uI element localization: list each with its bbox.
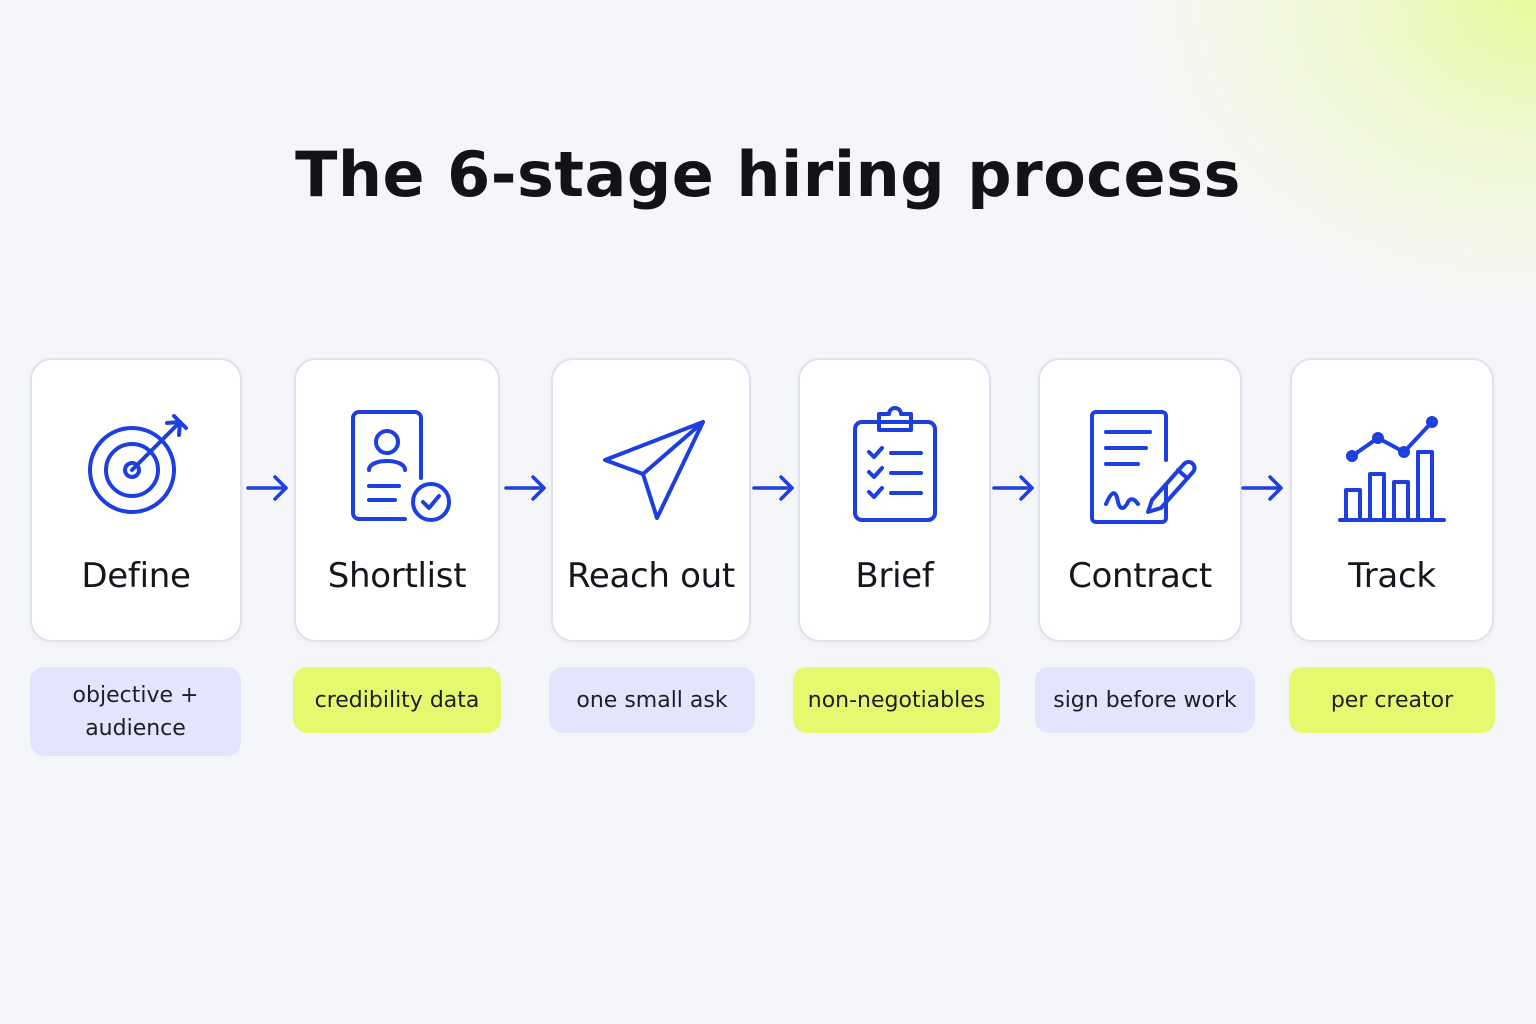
stage-label: Shortlist — [327, 556, 467, 596]
clipboard-checklist-icon — [835, 406, 955, 526]
stage-card-define: Define — [30, 358, 242, 642]
stage-card-shortlist: Shortlist — [294, 358, 500, 642]
arrow-right-icon — [991, 471, 1037, 505]
stage-card-track: Track — [1290, 358, 1494, 642]
stage-tag-shortlist: credibility data — [293, 667, 501, 733]
stage-label: Reach out — [567, 556, 735, 596]
profile-check-icon — [337, 406, 457, 526]
stage-card-brief: Brief — [798, 358, 991, 642]
stage-tag-brief: non-negotiables — [793, 667, 1000, 733]
stage-tag-line: audience — [85, 715, 186, 741]
stage-tag-define: objective + audience — [30, 667, 241, 756]
arrow-right-icon — [751, 471, 797, 505]
stage-card-reach-out: Reach out — [551, 358, 751, 642]
paper-plane-icon — [591, 406, 711, 526]
diagram-title: The 6-stage hiring process — [295, 138, 1241, 211]
signed-document-icon — [1080, 406, 1200, 526]
arrow-right-icon — [245, 471, 291, 505]
bar-line-chart-icon — [1332, 406, 1452, 526]
stage-label: Contract — [1068, 556, 1212, 596]
stage-card-contract: Contract — [1038, 358, 1242, 642]
arrow-right-icon — [1240, 471, 1286, 505]
stage-label: Brief — [855, 556, 934, 596]
stage-tag-contract: sign before work — [1035, 667, 1255, 733]
stage-tag-track: per creator — [1289, 667, 1495, 733]
arrow-right-icon — [503, 471, 549, 505]
stage-tag-reach-out: one small ask — [549, 667, 755, 733]
stage-tag-line: objective + — [72, 682, 199, 708]
stage-label: Define — [81, 556, 191, 596]
target-icon — [76, 406, 196, 526]
stage-label: Track — [1348, 556, 1436, 596]
